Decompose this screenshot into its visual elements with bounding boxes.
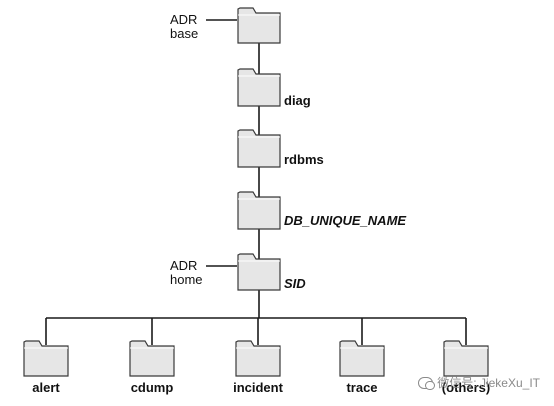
- diag-folder-icon: [237, 68, 281, 107]
- watermark-text: 微信号: JiekeXu_IT: [437, 376, 540, 390]
- adr-home-line2: home: [170, 272, 203, 287]
- sid-folder-icon: [237, 253, 281, 291]
- others-folder-icon: [443, 340, 489, 377]
- wechat-icon: [418, 376, 436, 390]
- diag-label: diag: [284, 93, 311, 108]
- adr-home-label: ADR home: [170, 259, 203, 287]
- trace-folder-icon: [339, 340, 385, 377]
- adr-home-line1: ADR: [170, 258, 198, 273]
- db-unique-name-folder-icon: [237, 191, 281, 230]
- alert-folder-icon: [23, 340, 69, 377]
- adr-base-label: ADR base: [170, 13, 198, 41]
- incident-label: incident: [233, 380, 283, 395]
- cdump-folder-icon: [129, 340, 175, 377]
- rdbms-label: rdbms: [284, 152, 324, 167]
- folder-icons: [23, 7, 489, 377]
- rdbms-folder-icon: [237, 129, 281, 168]
- adr-base-line2: base: [170, 26, 199, 41]
- watermark: 微信号: JiekeXu_IT: [418, 374, 540, 391]
- others-label: (others): [441, 380, 491, 395]
- cdump-label: cdump: [130, 380, 174, 395]
- incident-folder-icon: [235, 340, 281, 377]
- db-unique-name-label: DB_UNIQUE_NAME: [284, 213, 407, 228]
- adr-base-line1: ADR: [170, 12, 198, 27]
- adr-base-folder-icon: [237, 7, 281, 44]
- trace-label: trace: [346, 380, 378, 395]
- sid-label: SID: [284, 276, 306, 291]
- connector-lines: [45, 19, 467, 345]
- alert-label: alert: [32, 380, 60, 395]
